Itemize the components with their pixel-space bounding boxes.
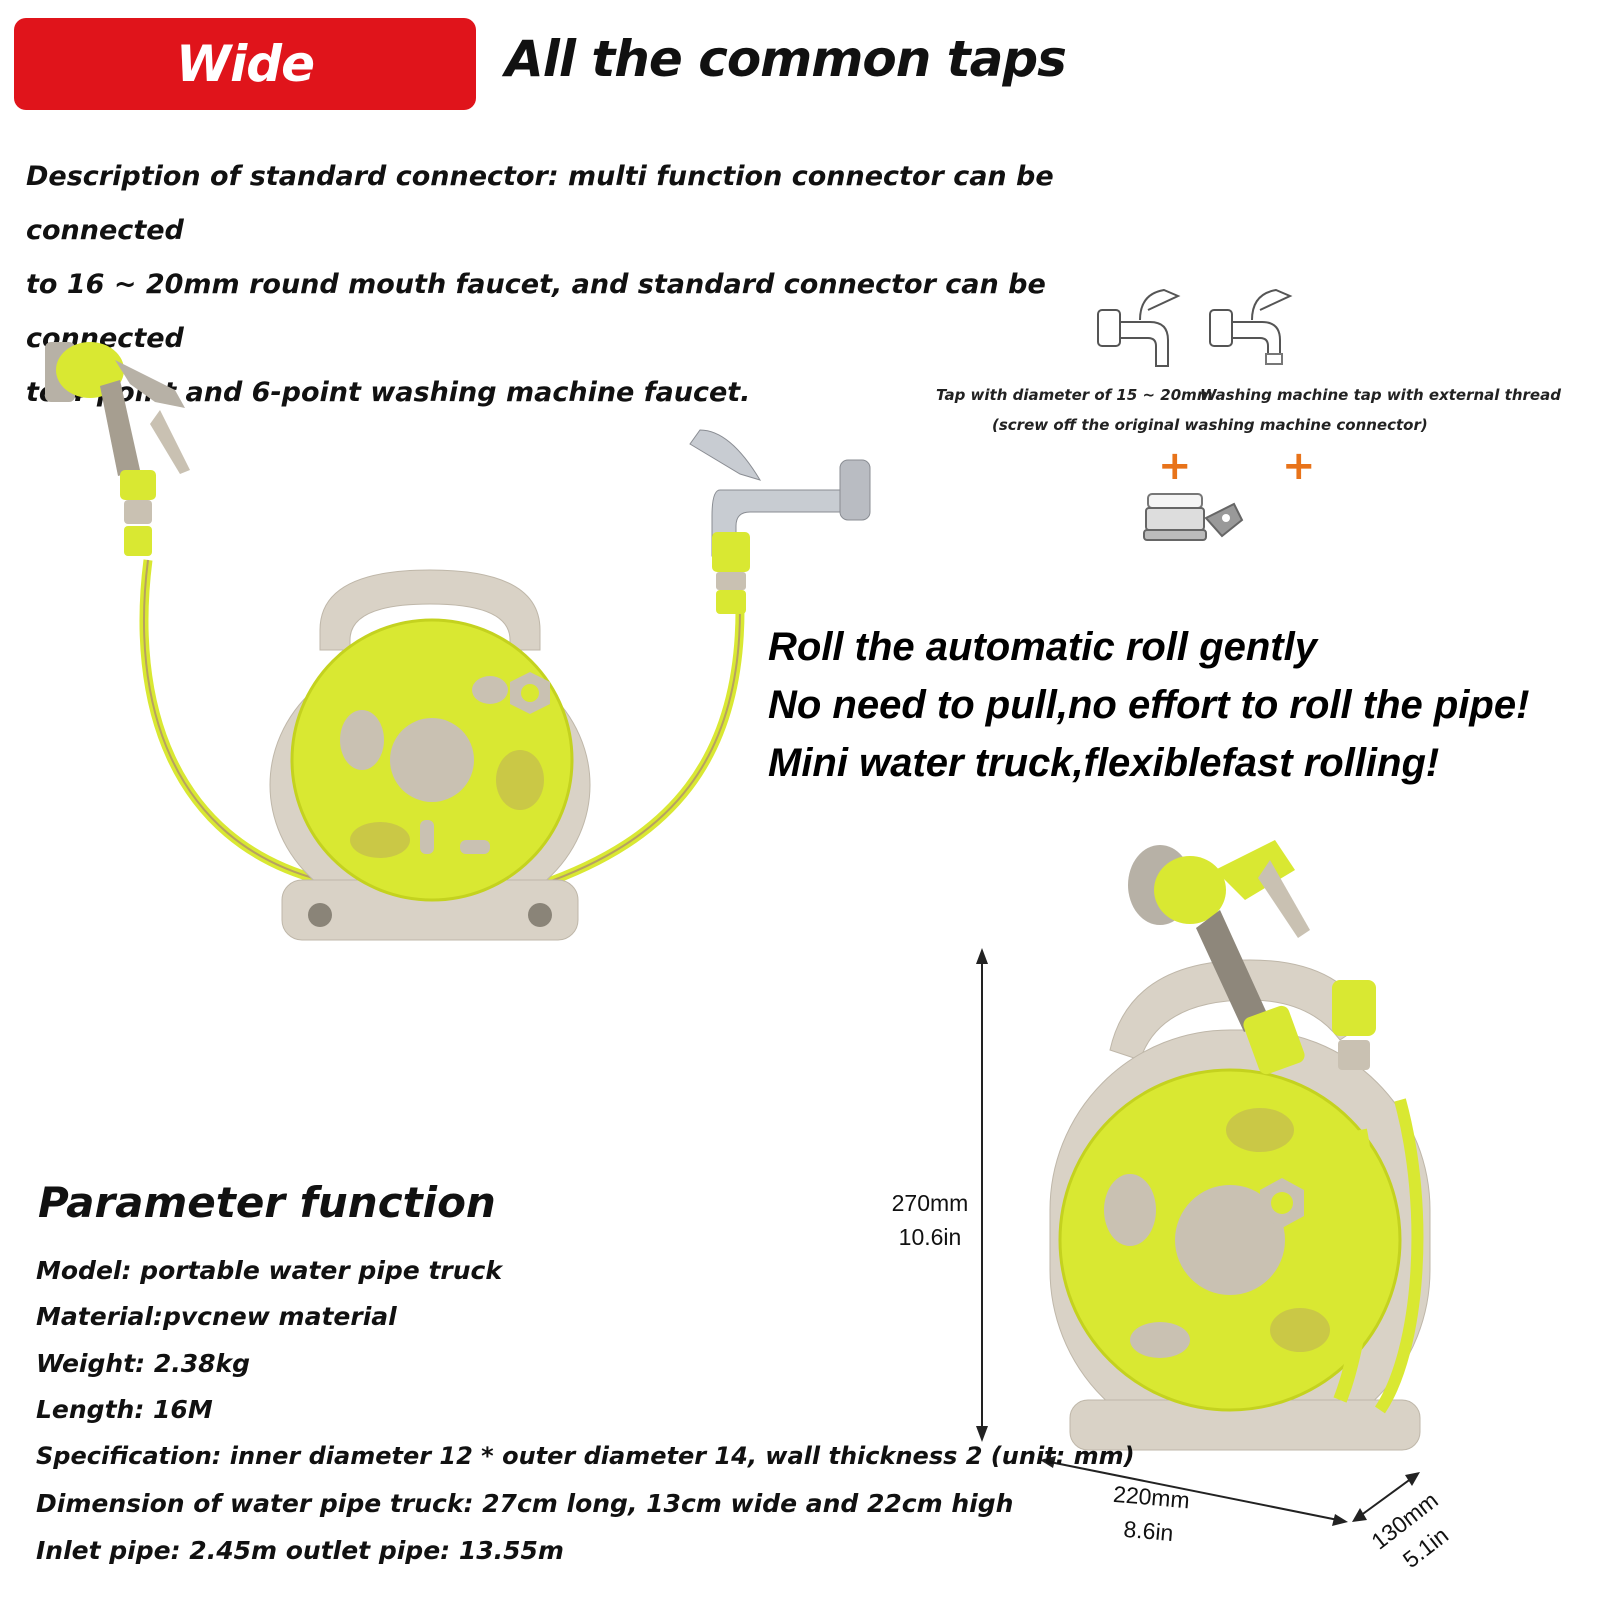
connector-adapter-icon: [1143, 493, 1244, 541]
faucet-icon: [689, 429, 871, 614]
slogan-line: No need to pull,no effort to roll the pi…: [768, 683, 1530, 727]
tap-illustrations: [1097, 288, 1293, 367]
parameter-item: Specification: inner diameter 12 * outer…: [36, 1442, 1135, 1470]
plus-icon: +: [1158, 443, 1192, 489]
hose: [1333, 1128, 1376, 1403]
spray-gun-icon: [1128, 840, 1376, 1075]
parameter-item: Material:pvcnew material: [36, 1302, 397, 1331]
reel-body: [269, 569, 591, 941]
slogan-line: Mini water truck,flexiblefast rolling!: [768, 741, 1440, 785]
hose: [1374, 1098, 1424, 1414]
reel-dimension-illustration: [976, 840, 1431, 1526]
round-tap-icon: [1097, 288, 1181, 367]
description-line: Description of standard connector: multi…: [26, 161, 1054, 246]
width-dimension: 220mm 8.6in: [1087, 1475, 1212, 1553]
parameter-title: Parameter function: [38, 1178, 496, 1227]
spray-gun-icon: [45, 342, 190, 556]
height-dimension: 270mm 10.6in: [870, 1186, 990, 1254]
washing-machine-tap-icon: [1209, 288, 1293, 365]
parameter-item: Dimension of water pipe truck: 27cm long…: [36, 1489, 1014, 1518]
tap-note: (screw off the original washing machine …: [992, 416, 1428, 434]
height-mm: 270mm: [891, 1190, 969, 1216]
slogan-line: Roll the automatic roll gently: [768, 625, 1317, 669]
parameter-item: Weight: 2.38kg: [36, 1349, 251, 1378]
tap2-caption: Washing machine tap with external thread: [1200, 386, 1561, 404]
plus-icon: +: [1282, 443, 1316, 489]
slogan: Roll the automatic roll gently No need t…: [768, 618, 1529, 792]
height-in: 10.6in: [898, 1224, 962, 1250]
parameter-item: Model: portable water pipe truck: [36, 1256, 502, 1285]
header-badge-label: Wide application:: [84, 35, 407, 185]
tap1-caption: Tap with diameter of 15 ~ 20mm: [936, 386, 1213, 404]
header-badge: Wide application:: [14, 18, 476, 185]
headline: All the common taps: [505, 30, 1067, 88]
hose-reel-illustration: [45, 342, 871, 941]
parameter-item: Length: 16M: [36, 1395, 213, 1424]
parameter-item: Inlet pipe: 2.45m outlet pipe: 13.55m: [36, 1536, 564, 1565]
reel-body: [1049, 959, 1431, 1451]
